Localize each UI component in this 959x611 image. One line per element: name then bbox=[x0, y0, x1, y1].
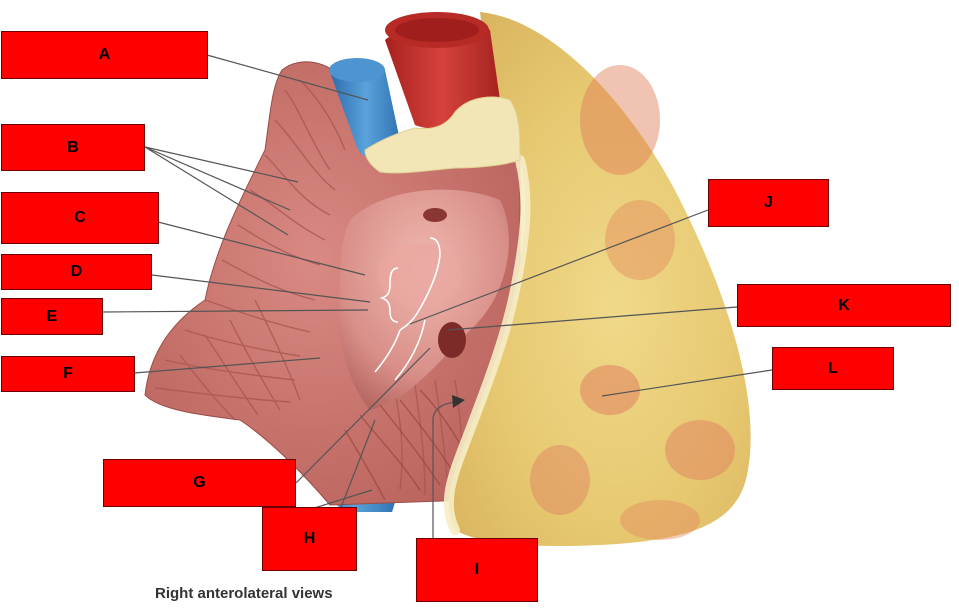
label-j[interactable]: J bbox=[708, 179, 829, 227]
label-g[interactable]: G bbox=[103, 459, 296, 507]
fossa-ovalis-shape bbox=[378, 243, 462, 307]
fat-covered-surface bbox=[448, 12, 751, 547]
svc-opening bbox=[329, 58, 385, 82]
label-l[interactable]: L bbox=[772, 347, 894, 390]
label-h[interactable]: H bbox=[262, 507, 357, 571]
arrow-head bbox=[452, 395, 465, 408]
label-b[interactable]: B bbox=[1, 124, 145, 171]
label-d[interactable]: D bbox=[1, 254, 152, 290]
bracket-markers bbox=[374, 237, 441, 381]
fat-blotches bbox=[530, 65, 735, 540]
label-e[interactable]: E bbox=[1, 298, 103, 335]
pericardium-edge bbox=[443, 155, 531, 535]
label-i[interactable]: I bbox=[416, 538, 538, 602]
sinus-opening-top bbox=[423, 208, 447, 222]
leader-lines bbox=[102, 54, 773, 538]
label-a[interactable]: A bbox=[1, 31, 208, 79]
label-c[interactable]: C bbox=[1, 192, 159, 244]
label-k[interactable]: K bbox=[737, 284, 951, 327]
coronary-sinus-opening bbox=[438, 322, 466, 358]
pericardial-reflection bbox=[364, 96, 521, 174]
superior-vena-cava-shape bbox=[330, 63, 402, 161]
figure-caption: Right anterolateral views bbox=[155, 585, 333, 602]
label-f[interactable]: F bbox=[1, 356, 135, 392]
